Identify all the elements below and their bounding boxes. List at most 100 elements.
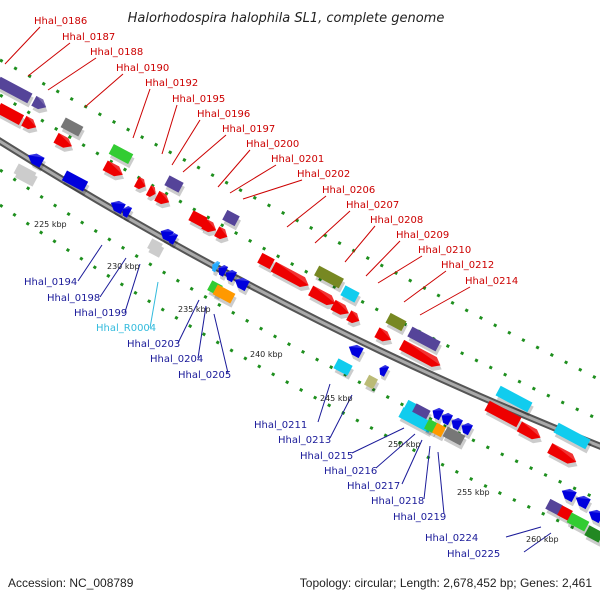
gene-label-forward[interactable]: Hhal_0192	[145, 78, 198, 89]
gene-reverse[interactable]	[214, 263, 230, 281]
gene-forward[interactable]	[345, 310, 365, 329]
gene-forward[interactable]	[483, 400, 524, 432]
gene-reverse[interactable]	[558, 486, 580, 507]
gene-label-forward[interactable]: Hhal_0195	[172, 94, 225, 105]
gene-forward[interactable]	[101, 160, 128, 183]
gene-label-forward[interactable]: Hhal_0210	[418, 245, 471, 256]
gene-label-forward[interactable]: Hhal_0206	[322, 185, 375, 196]
gene-label-forward[interactable]: Hhal_0188	[90, 47, 143, 58]
label-leader-line	[286, 195, 327, 228]
gene-reverse[interactable]	[222, 268, 240, 287]
gene-forward[interactable]	[0, 76, 35, 108]
gene-label-forward[interactable]: Hhal_0196	[197, 109, 250, 120]
gene-label-reverse[interactable]: Hhal_0194	[24, 277, 77, 288]
gene-reverse[interactable]	[585, 507, 600, 528]
gene-label-forward[interactable]: Hhal_0201	[271, 154, 324, 165]
gene-forward[interactable]	[213, 226, 233, 245]
gene-reverse[interactable]	[146, 238, 166, 258]
gene-reverse[interactable]	[118, 204, 134, 222]
gene-label-reverse[interactable]: Hhal_0213	[278, 435, 331, 446]
gene-forward[interactable]	[0, 103, 27, 130]
gene-reverse[interactable]	[583, 525, 600, 547]
gene-reverse[interactable]	[375, 363, 391, 381]
gene-reverse[interactable]	[164, 231, 180, 249]
gene-reverse[interactable]	[572, 493, 594, 514]
label-leader-line	[77, 244, 103, 282]
label-leader-line	[149, 281, 159, 329]
gene-reverse[interactable]	[363, 374, 381, 394]
gene-label-forward[interactable]: Hhal_0209	[396, 230, 449, 241]
gene-label-reverse[interactable]: Hhal_0216	[324, 466, 377, 477]
gene-forward[interactable]	[398, 339, 446, 374]
gene-label-reverse[interactable]: Hhal_0218	[371, 496, 424, 507]
gene-label-reverse[interactable]: Hhal_0205	[178, 370, 231, 381]
gene-label-reverse[interactable]: Hhal_0211	[254, 420, 307, 431]
label-leader-line	[344, 225, 376, 263]
gene-label-reverse[interactable]: Hhal_0224	[425, 533, 478, 544]
gene-reverse[interactable]	[24, 150, 47, 172]
gene-label-reverse[interactable]: Hhal_0199	[74, 308, 127, 319]
gene-forward[interactable]	[384, 312, 409, 336]
gene-label-forward[interactable]: Hhal_0212	[441, 260, 494, 271]
gene-label-forward[interactable]: Hhal_0208	[370, 215, 423, 226]
label-leader-line	[4, 26, 41, 65]
gene-forward[interactable]	[307, 285, 341, 313]
gene-reverse[interactable]	[397, 407, 436, 437]
gene-reverse[interactable]	[441, 426, 468, 450]
gene-reverse[interactable]	[429, 406, 447, 425]
gene-label-reverse[interactable]: Hhal_0219	[393, 512, 446, 523]
gene-label-forward[interactable]: Hhal_0190	[116, 63, 169, 74]
gene-forward[interactable]	[269, 261, 314, 295]
label-leader-line	[84, 73, 124, 108]
gene-forward[interactable]	[107, 143, 136, 169]
gene-forward[interactable]	[546, 443, 582, 471]
gene-forward[interactable]	[144, 185, 160, 203]
gene-forward[interactable]	[200, 218, 222, 239]
gene-forward[interactable]	[329, 299, 354, 322]
gene-forward[interactable]	[515, 421, 545, 447]
label-leader-line	[177, 299, 200, 344]
gene-reverse[interactable]	[438, 411, 456, 430]
gene-label-reverse[interactable]: Hhal_0215	[300, 451, 353, 462]
gene-forward[interactable]	[373, 327, 396, 348]
gene-label-reverse[interactable]: Hhal_0203	[127, 339, 180, 350]
gene-label-reverse[interactable]: Hhal_R0004	[96, 323, 156, 334]
gene-reverse[interactable]	[107, 198, 129, 219]
gene-forward[interactable]	[30, 95, 52, 116]
gene-forward[interactable]	[256, 252, 278, 274]
gene-forward[interactable]	[59, 117, 86, 141]
gene-forward[interactable]	[163, 175, 186, 197]
gene-reverse[interactable]	[565, 512, 592, 536]
gene-reverse[interactable]	[231, 275, 253, 296]
gene-label-reverse[interactable]: Hhal_0204	[150, 354, 203, 365]
gene-forward[interactable]	[20, 115, 42, 136]
gene-reverse[interactable]	[345, 342, 367, 363]
gene-forward[interactable]	[52, 132, 77, 155]
gene-label-forward[interactable]: Hhal_0202	[297, 169, 350, 180]
gene-reverse[interactable]	[60, 170, 90, 196]
gene-forward[interactable]	[406, 326, 443, 356]
gene-reverse[interactable]	[332, 358, 355, 380]
gene-forward[interactable]	[339, 285, 362, 307]
gene-label-forward[interactable]: Hhal_0187	[62, 32, 115, 43]
outer-forward-track	[0, 58, 600, 382]
gene-label-forward[interactable]: Hhal_0197	[222, 124, 275, 135]
gene-reverse[interactable]	[211, 284, 238, 308]
gene-forward[interactable]	[313, 265, 347, 293]
gene-label-forward[interactable]: Hhal_0186	[34, 16, 87, 27]
gene-label-forward[interactable]: Hhal_0200	[246, 139, 299, 150]
gene-label-reverse[interactable]: Hhal_0225	[447, 549, 500, 560]
gene-reverse[interactable]	[12, 163, 39, 187]
gene-label-reverse[interactable]: Hhal_0198	[47, 293, 100, 304]
gene-forward[interactable]	[221, 209, 243, 231]
gene-forward[interactable]	[153, 190, 175, 211]
label-leader-line	[329, 394, 353, 439]
gene-label-reverse[interactable]: Hhal_0217	[347, 481, 400, 492]
gene-forward[interactable]	[133, 176, 151, 195]
gene-reverse[interactable]	[458, 421, 476, 440]
gene-forward[interactable]	[552, 422, 593, 454]
gene-label-forward[interactable]: Hhal_0214	[465, 276, 518, 287]
gene-forward[interactable]	[494, 385, 535, 417]
gene-label-forward[interactable]: Hhal_0207	[346, 200, 399, 211]
gene-reverse[interactable]	[431, 422, 449, 442]
